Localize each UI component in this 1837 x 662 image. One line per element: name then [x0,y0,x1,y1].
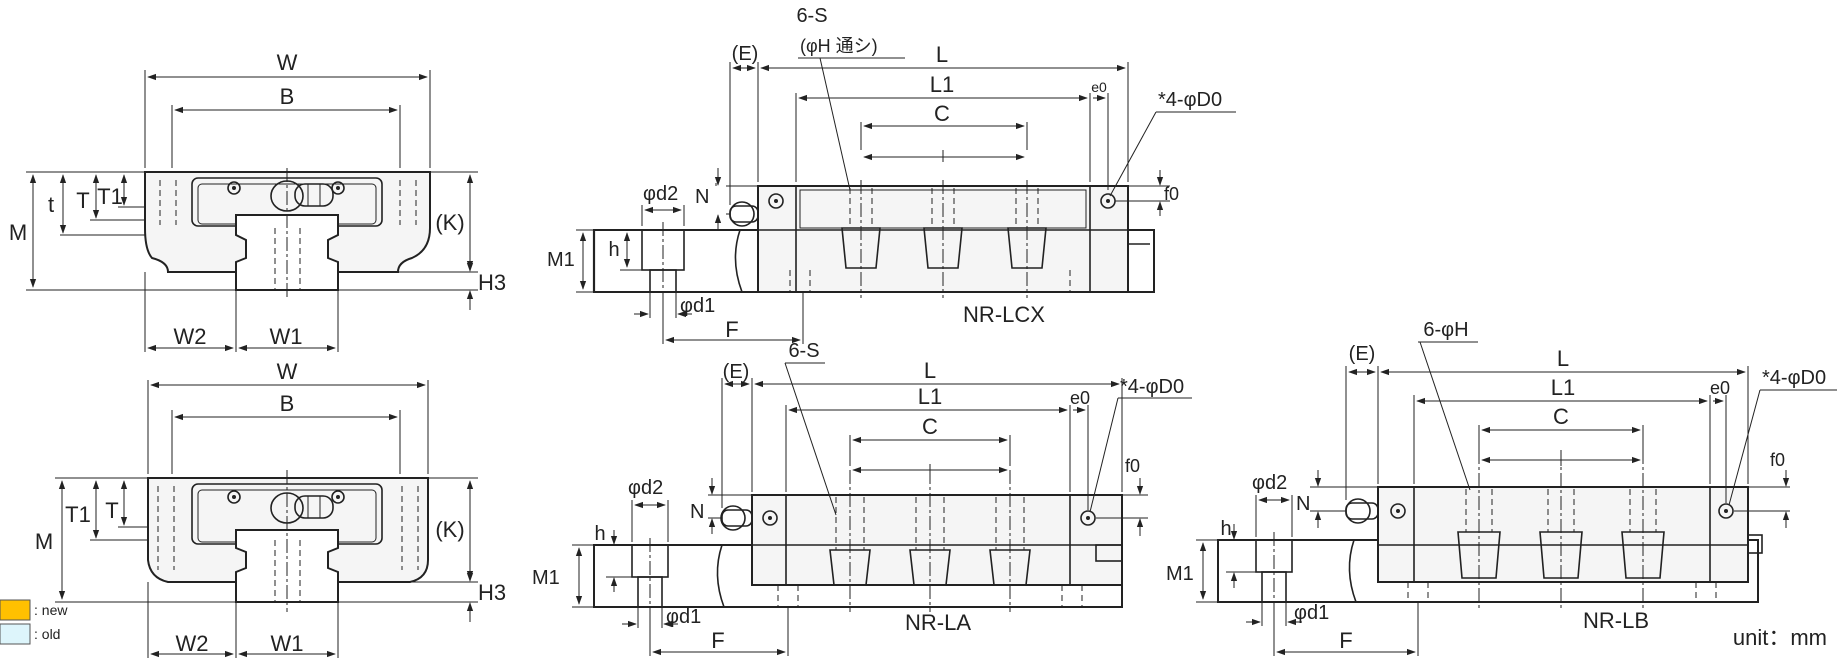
dim-M: M [9,220,27,245]
lcx-dim-D0: *4-φD0 [1158,89,1222,111]
dim-B: B [280,84,295,109]
la-dim-h: h [594,523,605,545]
lcx-holes-note: (φH 通シ) [800,36,878,56]
la-dim-M1: M1 [532,567,560,589]
la-dim-E: (E) [723,361,750,383]
dim-W2: W2 [174,324,207,349]
lcx-dim-d1: φd1 [680,295,715,317]
la-dim-D0: *4-φD0 [1120,376,1184,398]
la-dim-d1: φd1 [666,606,701,628]
lcx-dim-d2: φd2 [643,183,678,205]
lb-dim-M1: M1 [1166,563,1194,585]
lcx-dim-E: (E) [732,43,759,65]
lcx-dim-L: L [936,42,948,67]
lcx-model-name: NR-LCX [963,302,1045,327]
la-holes-label: 6-S [788,340,819,362]
side-view-lb: (E) L L1 e0 C 6-φH *4-φD0 f0 N [1166,319,1837,656]
dim-K: (K) [435,210,464,235]
lcx-dim-N: N [695,186,709,208]
la-dim-F: F [711,628,724,653]
dim-W1-bottom: W1 [271,631,304,656]
la-dim-L1: L1 [918,384,942,409]
end-view-bottom: W B M T1 T (K) H3 W2 W1 [35,359,506,658]
dim-T1-bottom: T1 [65,502,91,527]
legend-label-old: : old [34,626,60,642]
lb-dim-F: F [1339,628,1352,653]
lb-dim-L: L [1557,346,1569,371]
lcx-dim-M1: M1 [547,249,575,271]
lb-dim-C: C [1553,404,1569,429]
dim-T1: T1 [97,184,123,209]
lb-dim-d2: φd2 [1252,472,1287,494]
lcx-dim-F: F [725,317,738,342]
lb-dim-N: N [1296,493,1310,515]
lcx-dim-C: C [934,101,950,126]
dim-K-bottom: (K) [435,517,464,542]
dim-W1: W1 [270,324,303,349]
legend-label-new: : new [34,602,68,618]
unit-label: unit：mm [1733,625,1827,650]
lb-dim-E: (E) [1349,343,1376,365]
dim-t: t [48,192,54,217]
dim-B-bottom: B [280,391,295,416]
dim-M-bottom: M [35,529,53,554]
legend: : new : old [0,599,68,645]
dim-T: T [76,188,89,213]
la-dim-L: L [924,358,936,383]
la-dim-f0: f0 [1125,456,1140,476]
lb-holes-label: 6-φH [1423,319,1468,341]
la-dim-C: C [922,414,938,439]
lb-dim-d1: φd1 [1294,602,1329,624]
lcx-dim-e0: e0 [1091,79,1107,95]
lcx-dim-L1: L1 [930,72,954,97]
lcx-dim-f0: f0 [1164,184,1179,204]
legend-swatch-new [0,599,31,621]
la-dim-N: N [690,501,704,523]
lb-dim-D0: *4-φD0 [1762,367,1826,389]
end-view-top: W B M t T T1 (K) H3 [9,50,506,352]
lb-model-name: NR-LB [1583,608,1649,633]
la-dim-d2: φd2 [628,477,663,499]
lb-dim-f0: f0 [1770,450,1785,470]
lcx-dim-h: h [608,239,619,261]
dim-W-bottom: W [277,359,298,384]
side-view-lcx: (E) L L1 e0 C 6-S (φH 通シ) *4-φD0 [547,5,1236,344]
dim-H3-bottom: H3 [478,580,506,605]
la-dim-e0: e0 [1070,388,1090,408]
lb-dim-e0: e0 [1710,378,1730,398]
dim-T-bottom: T [105,498,118,523]
lb-dim-h: h [1220,518,1231,540]
dim-H3: H3 [478,270,506,295]
la-model-name: NR-LA [905,610,971,635]
lcx-holes-label: 6-S [796,5,827,27]
dim-W2-bottom: W2 [176,631,209,656]
legend-swatch-old [0,623,31,645]
dim-W: W [277,50,298,75]
lb-dim-L1: L1 [1551,375,1575,400]
side-view-la: (E) L L1 e0 C 6-S *4-φD0 f0 N [532,340,1192,656]
